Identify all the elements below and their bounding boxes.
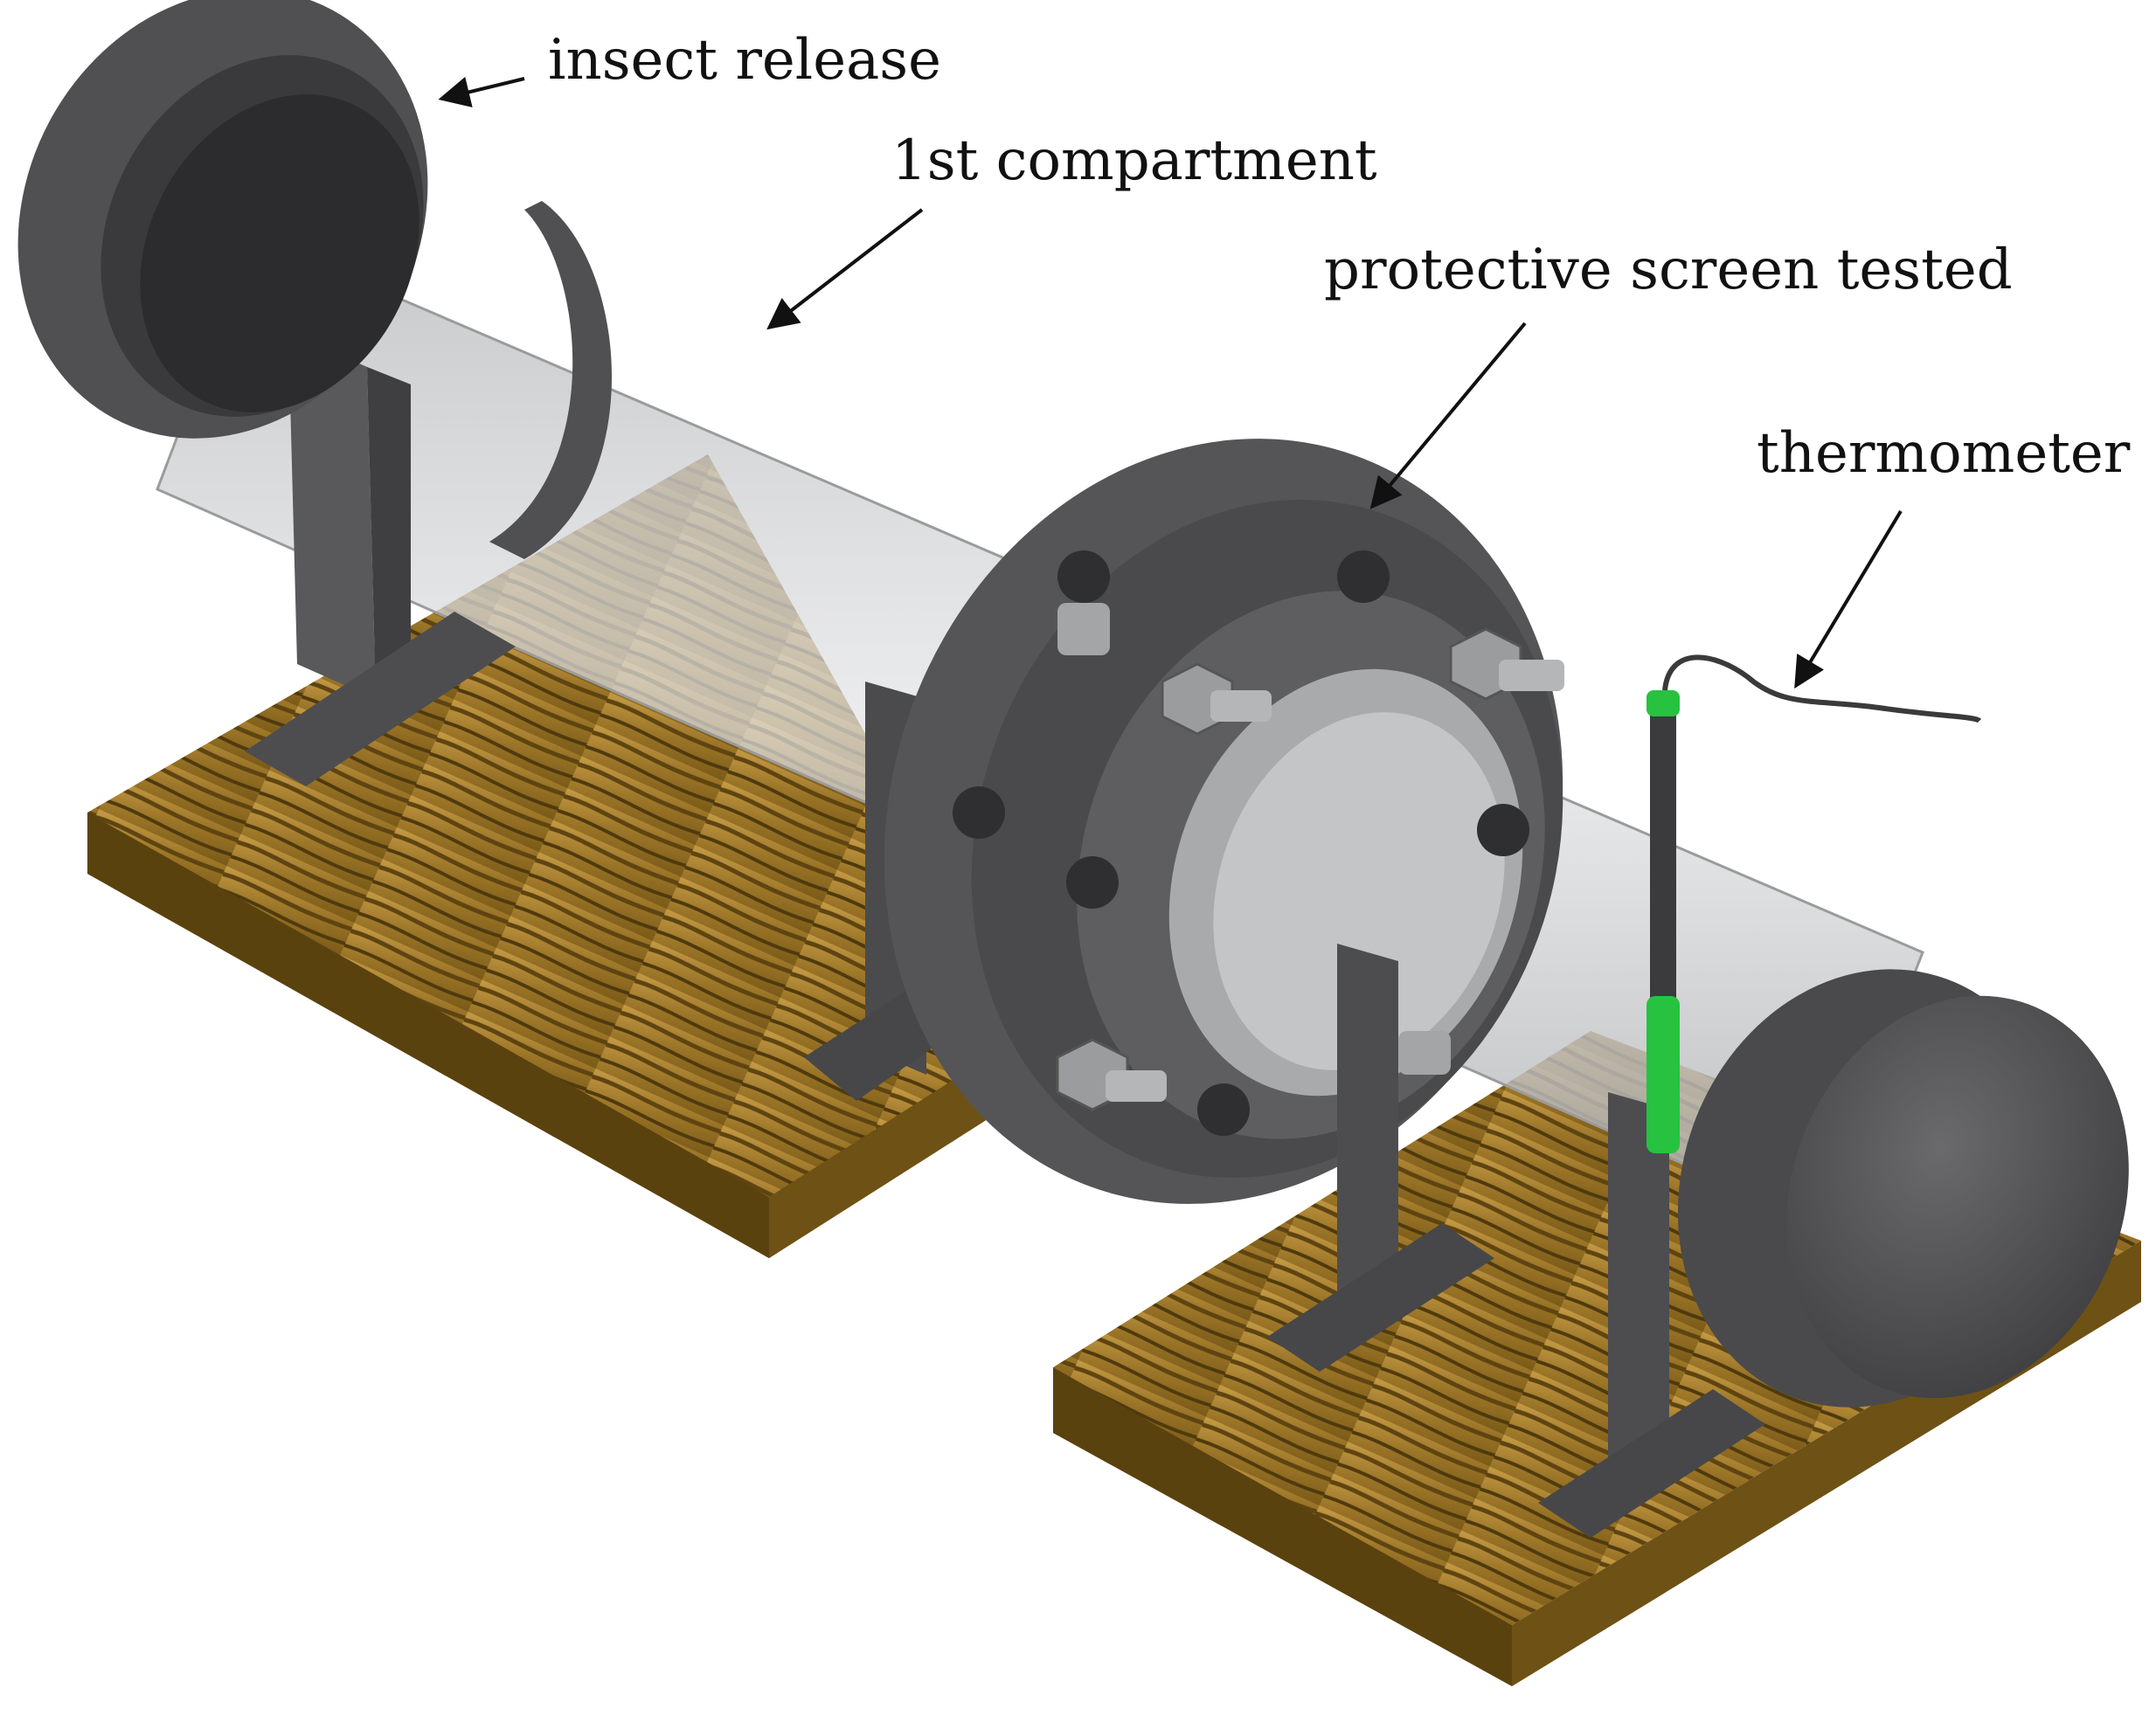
bolt <box>1398 1031 1451 1075</box>
bolt <box>1057 603 1110 655</box>
label-first-compartment: 1st compartment <box>891 128 1377 193</box>
flange-bolts <box>1056 603 1564 1111</box>
right-pipe-support-2 <box>1538 1092 1765 1538</box>
end-cap <box>1677 969 2129 1408</box>
right-pipe-support-1 <box>1267 944 1494 1372</box>
thermometer-probe <box>1646 654 1982 1153</box>
protective-screen-arrow <box>1369 322 1527 509</box>
label-protective-screen: protective screen tested <box>1324 238 2013 302</box>
first-compartment-arrow <box>766 208 924 330</box>
thermometer-arrow <box>1794 509 1903 689</box>
label-thermometer: thermometer <box>1757 421 2131 486</box>
bolt <box>1161 662 1272 736</box>
bolt <box>1056 1038 1167 1111</box>
label-insect-release: insect release <box>548 28 941 93</box>
bolt <box>1449 627 1564 701</box>
callout-arrows <box>438 76 1903 689</box>
insect-release-ring <box>17 0 428 439</box>
insect-release-arrow <box>438 76 525 107</box>
left-pipe-support <box>245 201 612 786</box>
